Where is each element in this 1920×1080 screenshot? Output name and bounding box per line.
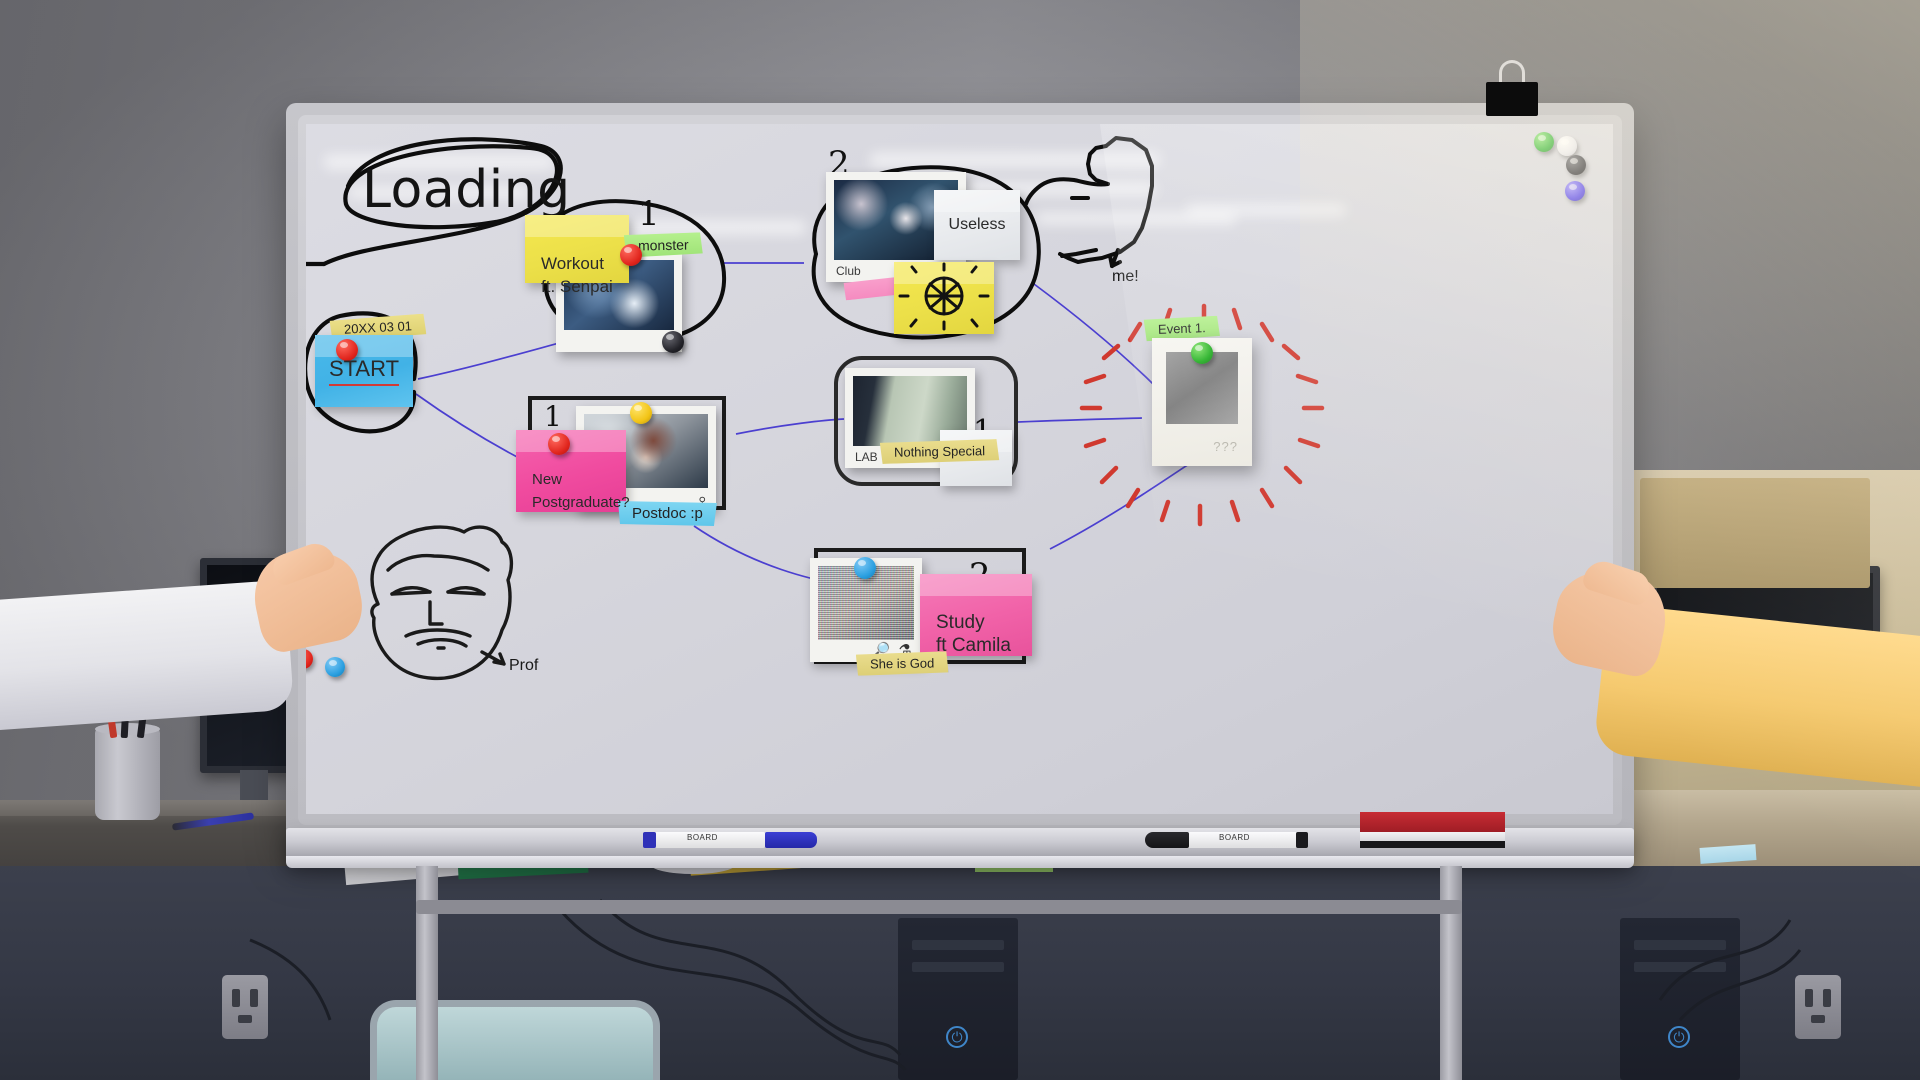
whiteboard-surface[interactable]: Loading 20XX 03 01 START 1 Workout ft. S…	[306, 124, 1613, 814]
pin-yellow-postgrad[interactable]	[630, 402, 652, 424]
board-leg-right	[1440, 866, 1462, 1080]
board-glare	[1088, 124, 1613, 814]
board-crossbar	[416, 900, 1462, 914]
pin-red-start[interactable]	[336, 339, 358, 361]
left-person-arm	[0, 579, 295, 731]
pin-blue-study[interactable]	[854, 557, 876, 579]
lab-nothing-special-tape: Nothing Special	[880, 439, 999, 464]
outlet-prong	[232, 989, 240, 1007]
disco-ball-icon	[898, 262, 990, 331]
outlet-prong	[1805, 989, 1813, 1007]
workout-sticky-note[interactable]: Workout ft. Senpai	[525, 215, 629, 296]
marker-black-tip	[1145, 832, 1189, 848]
workout-sticky-label: Workout ft. Senpai	[541, 254, 613, 297]
postgrad-sticky-note[interactable]: New Postgraduate?	[516, 430, 630, 512]
binder-clip-icon[interactable]	[1486, 82, 1538, 116]
postgrad-bracket-top	[528, 396, 726, 400]
tower-slot	[1634, 962, 1726, 972]
start-sticky-label: START	[328, 356, 400, 386]
magnet-black[interactable]	[1566, 155, 1586, 175]
postgrad-bracket-right	[722, 396, 726, 510]
magnet-violet[interactable]	[1565, 181, 1585, 201]
marker-black-label: BOARD	[1219, 833, 1250, 842]
pin-black-workout[interactable]	[662, 331, 684, 353]
event-polaroid[interactable]: ???	[1152, 338, 1252, 466]
postgrad-postdoc-tape: Postdoc :p	[618, 501, 717, 526]
marker-blue-label: BOARD	[687, 833, 718, 842]
marker-blue-cap	[643, 832, 656, 848]
study-sticky-label: Study ft Camila	[936, 612, 1011, 657]
event-polaroid-image	[1166, 352, 1238, 424]
study-sticky-note[interactable]: Study ft Camila	[920, 574, 1032, 656]
pc-tower-center: ⏻	[898, 918, 1018, 1080]
pc-tower-right: ⏻	[1620, 918, 1740, 1080]
outlet-prong	[1823, 989, 1831, 1007]
club-useless-label: Useless	[948, 216, 1006, 234]
marker-black[interactable]: BOARD	[1145, 832, 1308, 848]
power-icon[interactable]: ⏻	[946, 1026, 968, 1048]
event-polaroid-caption: ???	[1213, 439, 1238, 454]
club-photo-caption: Club	[836, 264, 861, 278]
power-icon[interactable]: ⏻	[1668, 1026, 1690, 1048]
whiteboard-tray-lip	[286, 856, 1634, 868]
power-outlet-right	[1795, 975, 1841, 1039]
pin-green-event[interactable]	[1191, 342, 1213, 364]
magnet-red-bottom[interactable]	[306, 649, 313, 669]
right-shelf-box	[1640, 478, 1870, 588]
eraser-base	[1360, 841, 1505, 848]
workout-marker-number: 1	[638, 194, 660, 234]
magnet-white[interactable]	[1557, 136, 1577, 156]
outlet-ground	[238, 1015, 252, 1023]
marker-blue-tip	[765, 832, 817, 848]
pin-red-workout[interactable]	[620, 244, 642, 266]
start-sticky-note[interactable]: START	[315, 335, 413, 407]
tower-slot	[1634, 940, 1726, 950]
eraser-top	[1360, 812, 1505, 832]
outlet-prong	[250, 989, 258, 1007]
left-monitor-stand	[240, 770, 268, 800]
page-title: Loading	[362, 160, 571, 220]
pen-cup	[95, 723, 160, 820]
lab-rounded-frame	[834, 356, 1018, 486]
eraser-smudge	[1186, 204, 1346, 216]
club-useless-note[interactable]: Useless	[934, 190, 1020, 260]
flex-arm-label: me!	[1112, 268, 1139, 285]
postgrad-marker-number: 1	[544, 400, 562, 433]
outlet-ground	[1811, 1015, 1825, 1023]
tower-slot	[912, 962, 1004, 972]
eraser-felt	[1360, 832, 1505, 841]
marker-blue[interactable]: BOARD	[643, 832, 817, 848]
postgrad-sticky-label: New Postgraduate?	[532, 471, 630, 512]
binder-clip-handle	[1499, 60, 1525, 90]
whiteboard-eraser[interactable]	[1360, 812, 1505, 848]
study-bracket-top	[814, 548, 1026, 552]
study-sheisgod-tape: She is God	[856, 651, 949, 676]
postgrad-photo-icons: ⚲	[698, 496, 708, 507]
magnet-green[interactable]	[1534, 132, 1554, 152]
lab-photo-caption: LAB	[855, 450, 878, 464]
floor-cables	[249, 899, 1802, 1071]
pin-red-postgrad[interactable]	[548, 433, 570, 455]
board-leg-left	[416, 866, 438, 1080]
marker-black-cap	[1296, 832, 1308, 848]
magnet-blue-bottom[interactable]	[325, 657, 345, 677]
power-outlet-left	[222, 975, 268, 1039]
prof-label: Prof	[509, 657, 539, 674]
club-disco-sticky[interactable]	[894, 262, 994, 334]
eraser-smudge	[870, 152, 1160, 168]
tower-slot	[912, 940, 1004, 950]
